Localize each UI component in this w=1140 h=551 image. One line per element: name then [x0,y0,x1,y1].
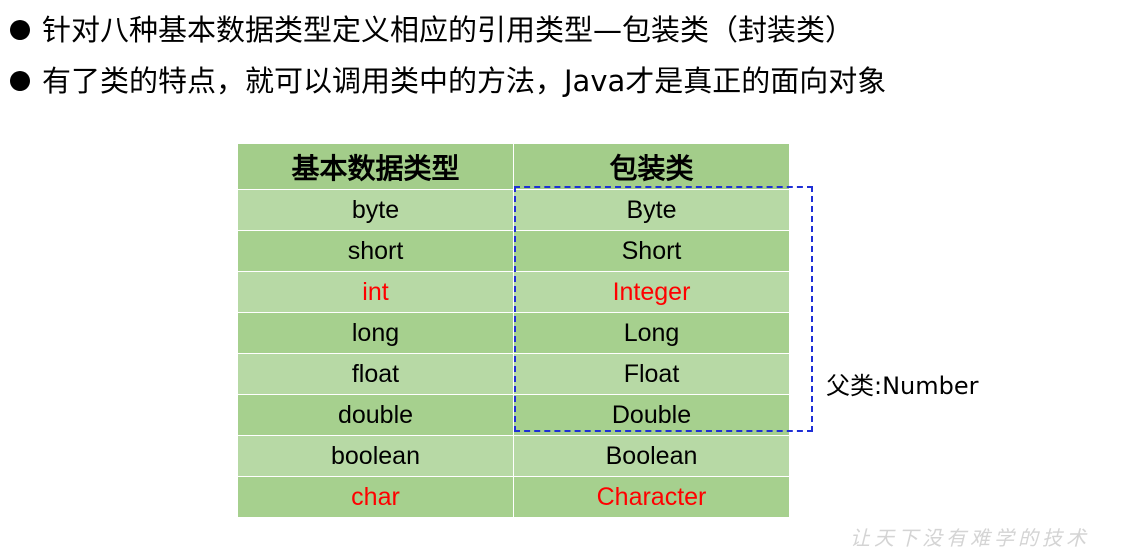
header-wrapper-class: 包装类 [513,143,790,190]
table-row: boolean Boolean [237,435,790,477]
table-row: double Double [237,394,790,436]
primitive-cell: char [237,476,514,518]
bullet-dot-icon [10,20,30,40]
header-primitive-type: 基本数据类型 [237,143,514,190]
parent-class-label: 父类:Number [826,372,979,400]
wrapper-cell: Double [513,394,790,436]
bullet-item-2: 有了类的特点，就可以调用类中的方法，Java才是真正的面向对象 [10,63,886,99]
wrapper-cell: Byte [513,189,790,231]
wrapper-cell: Float [513,353,790,395]
table-row: short Short [237,230,790,272]
primitive-cell: byte [237,189,514,231]
table-row: char Character [237,476,790,518]
table-row: long Long [237,312,790,354]
primitive-cell: float [237,353,514,395]
primitive-cell: int [237,271,514,313]
wrapper-cell: Boolean [513,435,790,477]
bullet-text-2: 有了类的特点，就可以调用类中的方法，Java才是真正的面向对象 [42,64,887,98]
wrapper-cell: Long [513,312,790,354]
primitive-cell: long [237,312,514,354]
wrapper-cell: Short [513,230,790,272]
table-row: float Float [237,353,790,395]
table-header-row: 基本数据类型 包装类 [237,143,790,190]
table-row: byte Byte [237,189,790,231]
table-row: int Integer [237,271,790,313]
primitive-cell: short [237,230,514,272]
wrapper-cell: Character [513,476,790,518]
bullet-text-1: 针对八种基本数据类型定义相应的引用类型—包装类（封装类） [42,13,855,47]
wrapper-cell: Integer [513,271,790,313]
bullet-item-1: 针对八种基本数据类型定义相应的引用类型—包装类（封装类） [10,12,854,48]
primitive-cell: double [237,394,514,436]
wrapper-class-table: 基本数据类型 包装类 byte Byte short Short int Int… [237,143,790,518]
bullet-dot-icon [10,71,30,91]
primitive-cell: boolean [237,435,514,477]
watermark: 让天下没有难学的技术 [850,526,1090,550]
